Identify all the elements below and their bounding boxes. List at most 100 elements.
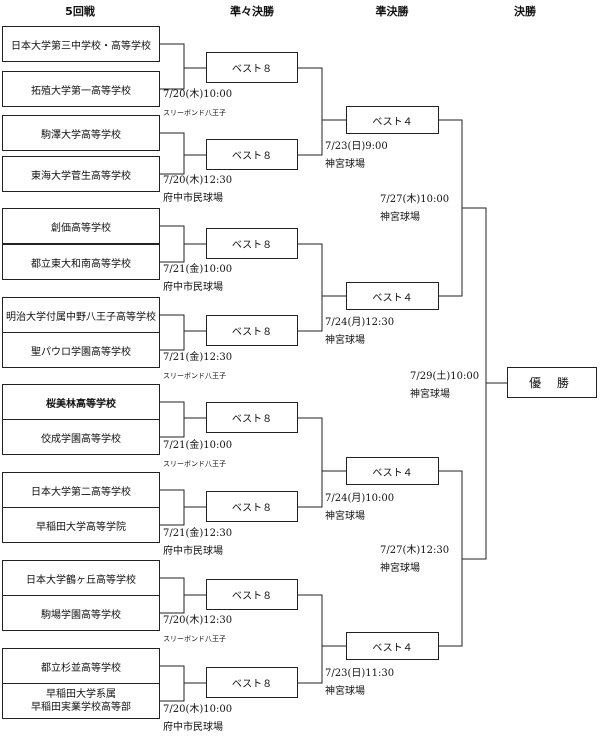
team-entry: 駒場学園高等学校 — [2, 595, 160, 631]
final-header: 決勝 — [514, 5, 536, 18]
team-name: 都立杉並高等学校 — [41, 662, 121, 674]
bracket-line — [298, 417, 346, 508]
bracket-line — [160, 132, 206, 175]
best8-label: ベスト８ — [231, 591, 273, 602]
champion-box: 優 勝 — [507, 367, 597, 398]
team-name: 桜美林高等学校 — [46, 398, 116, 410]
game-date: 7/23(日)9:00 — [325, 141, 388, 152]
best4-label: ベスト４ — [372, 642, 413, 654]
team-entry: 聖パウロ学園高等学校 — [2, 332, 160, 368]
semifinal-header: 準決勝 — [375, 5, 409, 18]
team-name: 明治大学付属中野八王子高等学校 — [6, 311, 156, 323]
game-venue: スリーボンド八王子 — [163, 460, 226, 468]
team-name: 駒澤大学高等学校 — [41, 129, 121, 141]
game-venue: 神宮球場 — [380, 212, 420, 223]
game-venue: 神宮球場 — [325, 159, 365, 170]
bracket-line — [298, 594, 346, 684]
best8-label: ベスト８ — [231, 240, 273, 251]
team-name: 日本大学鶴ヶ丘高等学校 — [26, 574, 136, 586]
game-date: 7/21(金)10:00 — [163, 440, 233, 451]
game-info: 7/29(土)10:00 神宮球場 — [410, 368, 479, 404]
best8-label: ベスト８ — [231, 414, 273, 425]
game-date: 7/21(金)12:30 — [163, 528, 233, 539]
bracket-line — [160, 225, 206, 263]
best4-slot: ベスト４ — [346, 632, 439, 660]
best8-slot: ベスト８ — [206, 491, 298, 522]
game-venue: 神宮球場 — [380, 563, 420, 574]
champion-label: 優 勝 — [529, 376, 575, 390]
team-entry: 早稲田大学系属 早稲田実業学校高等部 — [2, 683, 160, 719]
game-date: 7/20(木)10:00 — [163, 704, 233, 715]
game-info: 7/24(月)10:00 神宮球場 — [325, 490, 394, 526]
team-entry: 佼成学園高等学校 — [2, 419, 160, 455]
best8-label: ベスト８ — [231, 327, 273, 338]
game-info: 7/21(金)10:00 府中市民球場 — [163, 261, 232, 297]
best4-label: ベスト４ — [372, 467, 413, 479]
bracket-line — [160, 314, 206, 351]
team-name: 早稲田大学高等学院 — [36, 521, 126, 533]
game-info: 7/23(日)11:30 神宮球場 — [325, 665, 394, 701]
game-info: 7/20(木)10:00 府中市民球場 — [163, 701, 232, 737]
team-entry: 早稲田大学高等学院 — [2, 507, 160, 543]
team-name: 佼成学園高等学校 — [41, 433, 121, 445]
game-date: 7/29(土)10:00 — [410, 371, 480, 382]
game-info: 7/24(月)12:30 神宮球場 — [325, 314, 394, 350]
team-entry: 拓殖大学第一高等学校 — [2, 71, 160, 107]
team-name: 創価高等学校 — [51, 222, 111, 234]
team-name: 日本大学第二高等学校 — [31, 486, 131, 498]
team-entry: 日本大学第三中学校・高等学校 — [2, 26, 160, 62]
game-date: 7/27(木)10:00 — [380, 194, 450, 205]
game-date: 7/24(月)12:30 — [325, 317, 395, 328]
game-date: 7/20(木)12:30 — [163, 615, 233, 626]
best8-slot: ベスト８ — [206, 402, 298, 433]
game-venue: 府中市民球場 — [163, 282, 223, 293]
bracket-line — [160, 401, 206, 438]
bracket-line — [160, 489, 206, 526]
game-venue: スリーボンド八王子 — [163, 372, 226, 380]
game-venue: スリーボンド八王子 — [163, 109, 226, 117]
team-entry: 駒澤大学高等学校 — [2, 115, 160, 151]
round5-header: 5回戦 — [65, 5, 95, 18]
best4-label: ベスト４ — [372, 116, 413, 128]
game-date: 7/24(月)10:00 — [325, 493, 395, 504]
best8-label: ベスト８ — [231, 64, 273, 75]
game-date: 7/21(金)10:00 — [163, 264, 233, 275]
team-name: 駒場学園高等学校 — [41, 609, 121, 621]
game-info: 7/21(金)12:30 スリーボンド八王子 — [163, 349, 232, 385]
game-info: 7/20(木)10:00 スリーボンド八王子 — [163, 86, 232, 122]
game-info: 7/20(木)12:30 スリーボンド八王子 — [163, 612, 232, 648]
best8-slot: ベスト８ — [206, 228, 298, 259]
team-name: 拓殖大学第一高等学校 — [31, 85, 131, 97]
best8-slot: ベスト８ — [206, 52, 298, 83]
game-venue: 神宮球場 — [410, 389, 450, 400]
best8-slot: ベスト８ — [206, 139, 298, 170]
game-venue: 府中市民球場 — [163, 546, 223, 557]
team-entry: 都立杉並高等学校 — [2, 648, 160, 684]
game-date: 7/21(金)12:30 — [163, 352, 233, 363]
best4-slot: ベスト４ — [346, 282, 439, 310]
bracket-line — [462, 207, 507, 560]
team-name: 東海大学菅生高等学校 — [31, 170, 131, 182]
team-entry: 日本大学鶴ヶ丘高等学校 — [2, 560, 160, 596]
team-entry: 東海大学菅生高等学校 — [2, 156, 160, 192]
bracket-line — [160, 43, 206, 90]
team-name: 早稲田大学系属 — [46, 689, 116, 700]
best8-label: ベスト８ — [231, 679, 273, 690]
quarterfinal-header: 準々決勝 — [230, 5, 274, 18]
team-name: 都立東大和南高等学校 — [31, 258, 131, 270]
best8-slot: ベスト８ — [206, 579, 298, 610]
game-info: 7/20(木)12:30 府中市民球場 — [163, 172, 232, 208]
game-date: 7/23(日)11:30 — [325, 668, 395, 679]
best8-slot: ベスト８ — [206, 667, 298, 698]
best4-slot: ベスト４ — [346, 106, 439, 134]
game-date: 7/27(木)12:30 — [380, 545, 450, 556]
bracket-line — [160, 577, 206, 614]
game-venue: 府中市民球場 — [163, 722, 223, 733]
game-info: 7/21(金)12:30 府中市民球場 — [163, 525, 232, 561]
game-info: 7/23(日)9:00 神宮球場 — [325, 138, 388, 174]
game-venue: スリーボンド八王子 — [163, 635, 226, 643]
best8-label: ベスト８ — [231, 503, 273, 514]
game-venue: 神宮球場 — [325, 335, 365, 346]
game-date: 7/20(木)10:00 — [163, 89, 233, 100]
